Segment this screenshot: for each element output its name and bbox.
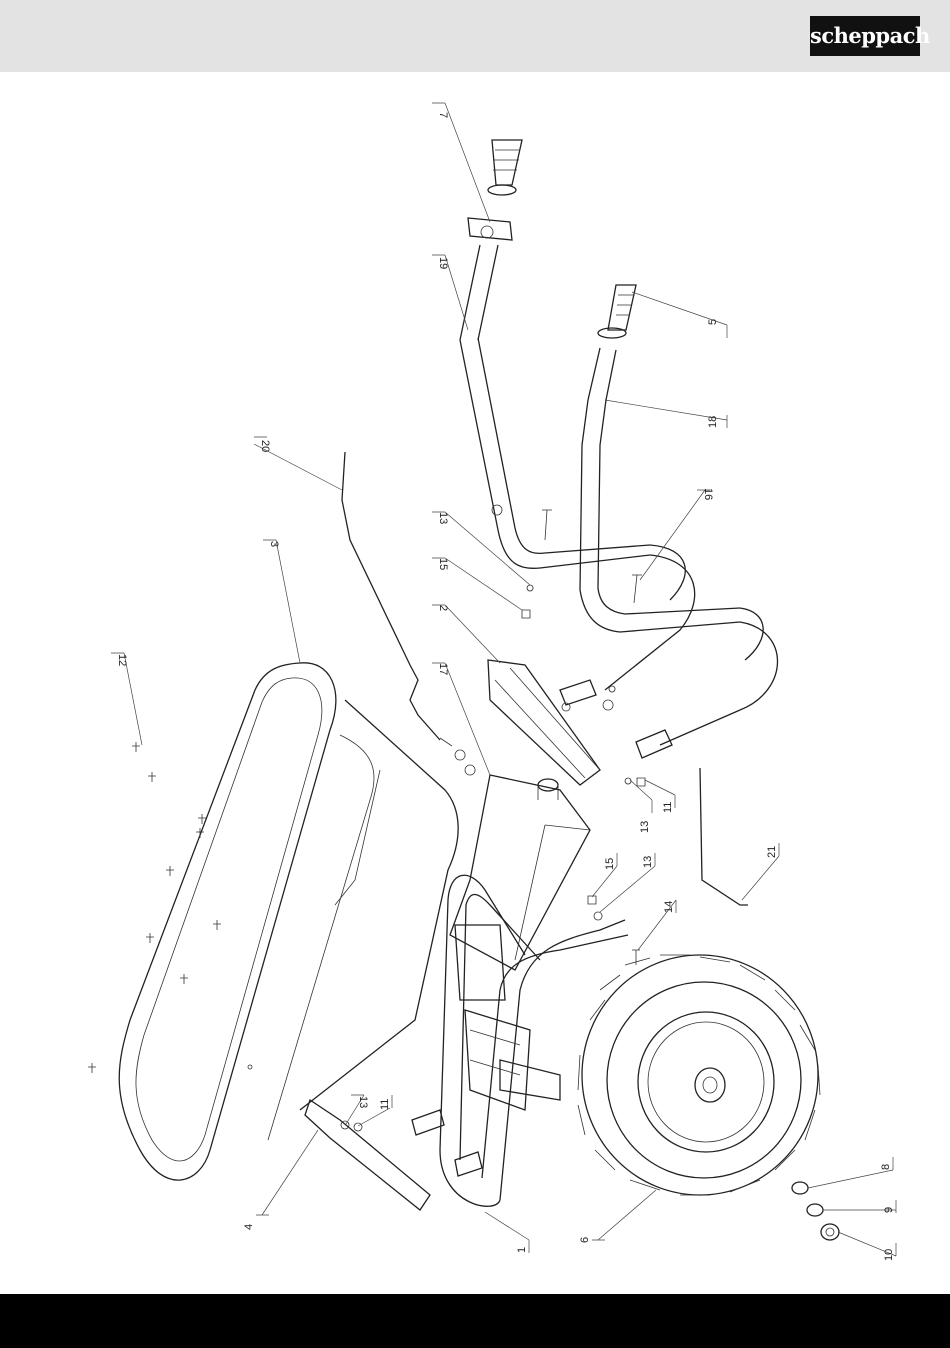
callout-6: 6 xyxy=(579,1237,591,1243)
callout-17: 17 xyxy=(437,663,449,675)
upper-handle-part xyxy=(460,140,650,568)
stay-rod-part xyxy=(342,452,475,775)
cross-bracket-part xyxy=(488,660,600,785)
callout-5: 5 xyxy=(707,319,719,325)
callout-11b: 11 xyxy=(379,1099,391,1110)
callout-15a: 15 xyxy=(437,558,449,570)
axle-hardware xyxy=(700,768,839,1240)
wheel-part xyxy=(578,955,820,1195)
callout-15b: 15 xyxy=(604,858,616,870)
callout-21: 21 xyxy=(766,846,778,858)
callout-labels: 7 19 5 18 20 16 3 13 15 2 12 17 13 11 21… xyxy=(116,112,895,1261)
small-fasteners xyxy=(522,510,645,965)
lower-handle-part xyxy=(560,285,778,758)
callout-19: 19 xyxy=(437,257,449,269)
callout-12: 12 xyxy=(116,654,128,666)
callout-3: 3 xyxy=(268,541,280,547)
callout-13a: 13 xyxy=(437,512,449,524)
callout-2: 2 xyxy=(437,605,449,611)
callout-8: 8 xyxy=(880,1164,892,1170)
callout-13c: 13 xyxy=(642,856,654,868)
callout-20: 20 xyxy=(259,440,271,452)
page-footer xyxy=(0,1294,950,1348)
tray-bolts xyxy=(88,742,221,1073)
callout-16: 16 xyxy=(702,488,714,500)
callout-1: 1 xyxy=(516,1247,528,1253)
callout-11a: 11 xyxy=(662,802,674,813)
callout-18: 18 xyxy=(707,416,719,428)
callout-10: 10 xyxy=(883,1249,895,1261)
tray-part xyxy=(119,663,458,1180)
callout-13d: 13 xyxy=(357,1096,369,1108)
tank-part xyxy=(450,775,590,970)
callout-13b: 13 xyxy=(639,821,651,833)
callout-7: 7 xyxy=(437,112,449,118)
callout-14: 14 xyxy=(663,901,675,913)
callout-9: 9 xyxy=(883,1207,895,1213)
frame-part xyxy=(412,875,628,1206)
front-bracket-part xyxy=(305,1100,430,1210)
callout-4: 4 xyxy=(243,1224,255,1230)
